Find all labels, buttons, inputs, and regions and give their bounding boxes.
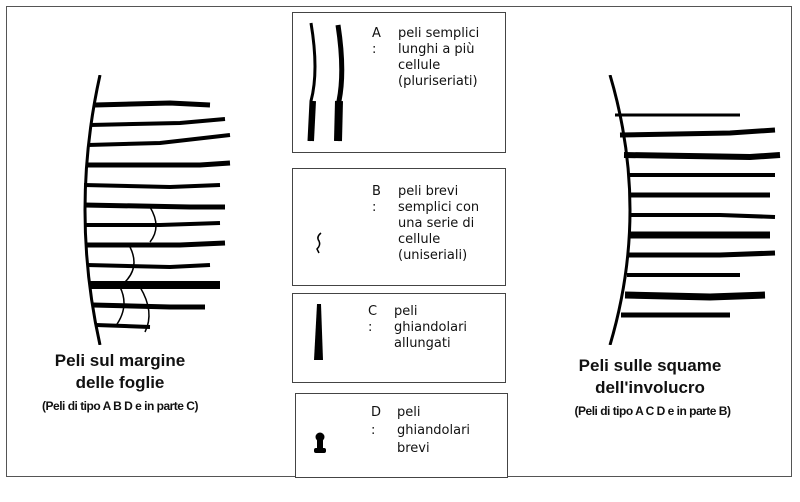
legend-key-d: D : (371, 405, 382, 438)
hair-type-b-icon (316, 232, 322, 254)
legend-key-a: A : (372, 26, 381, 57)
hair-type-a-icon (307, 22, 345, 142)
legend-box-c: C : peli ghiandolari allungati (292, 293, 506, 383)
right-subtitle: (Peli di tipo A C D e in parte B) (574, 404, 731, 418)
left-title-line1: Peli sul margine (54, 351, 186, 370)
left-title-line2: delle foglie (75, 373, 165, 392)
hair-type-c-icon (314, 304, 323, 360)
legend-box-d: D : peli ghiandolari brevi (295, 393, 508, 478)
legend-text-d: peli ghiandolari brevi (397, 405, 471, 456)
hair-type-d-icon (314, 432, 326, 453)
left-subtitle: (Peli di tipo A B D e in parte C) (42, 399, 198, 413)
right-title-line1: Peli sulle squame (578, 356, 722, 375)
left-title: Peli sul margine delle foglie (20, 350, 220, 394)
legend-key-c: C : (368, 304, 378, 335)
legend-text-c: peli ghiandolari allungati (394, 304, 468, 351)
leaf-margin-illustration (83, 75, 231, 345)
right-title-line2: dell'involucro (595, 378, 705, 397)
legend-box-a: A : peli semplici lunghi a più cellule (… (292, 12, 506, 153)
involucre-scale-illustration (608, 75, 781, 345)
legend-key-b: B : (372, 184, 381, 215)
legend-text-b: peli brevi semplici con una serie di cel… (398, 184, 480, 263)
legend-box-b: B : peli brevi semplici con una serie di… (292, 168, 506, 286)
right-title: Peli sulle squame dell'involucro (545, 355, 755, 399)
legend-text-a: peli semplici lunghi a più cellule (plur… (398, 26, 480, 89)
